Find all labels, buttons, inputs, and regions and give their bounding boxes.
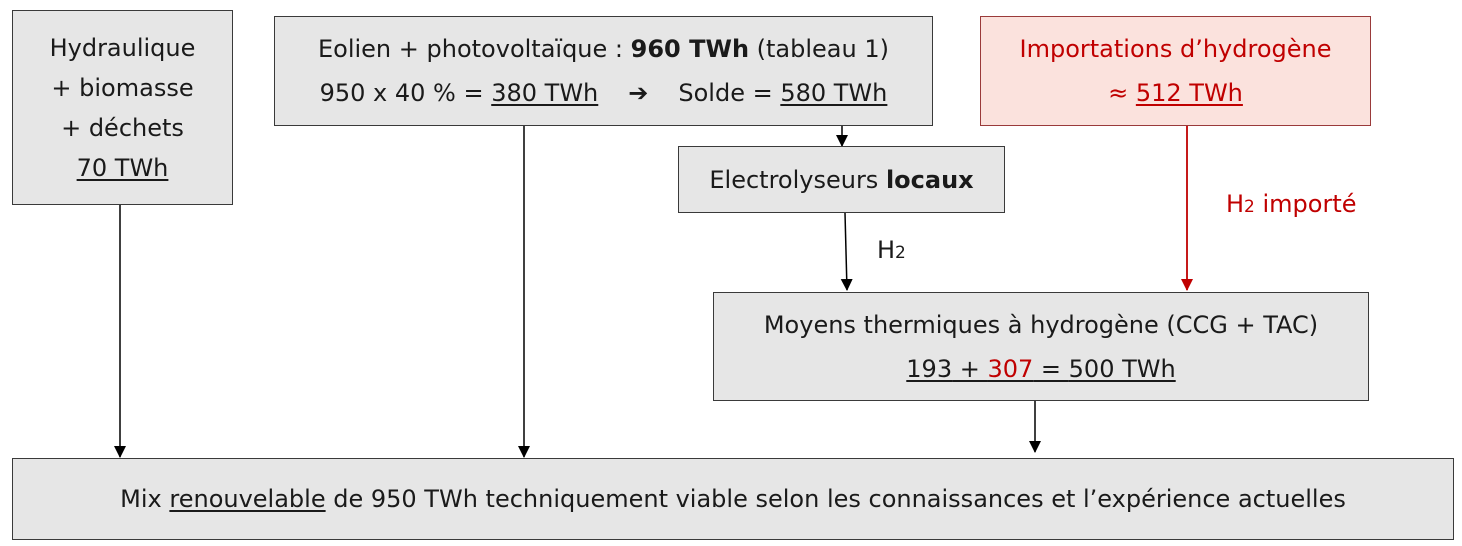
right-arrow-icon: ➔ <box>628 79 649 107</box>
thermal-local-value: 193 <box>906 354 953 383</box>
h2-imported-text: importé <box>1254 190 1357 218</box>
arrow-electrolyseurs-to-thermique <box>840 212 853 291</box>
h2-letter: H <box>877 236 896 264</box>
wind-solar-line-1: Eolien + photovoltaïque : 960 TWh (table… <box>318 27 889 71</box>
mix-renouvelable: renouvelable <box>169 485 326 513</box>
h2-imported-letter: H <box>1226 190 1245 218</box>
thermal-import-value: 307 <box>987 354 1034 383</box>
hydro-line-1: Hydraulique <box>49 33 196 62</box>
wind-solar-box: Eolien + photovoltaïque : 960 TWh (table… <box>274 16 933 126</box>
h2-subscript: 2 <box>895 243 906 263</box>
thermal-calc-line: 193 + 307 = 500 TWh <box>906 347 1175 391</box>
thermal-equals: = <box>1033 354 1069 383</box>
wind-solar-total: 960 TWh <box>630 35 750 63</box>
electrolysers-local: locaux <box>885 165 974 194</box>
hydro-biomass-box: Hydraulique + biomasse + déchets 70 TWh <box>12 10 233 205</box>
thermal-title: Moyens thermiques à hydrogène (CCG + TAC… <box>763 310 1319 339</box>
hydrogen-imports-box: Importations d’hydrogène ≈ 512 TWh <box>980 16 1371 126</box>
h2-imported-label: H2 importé <box>1226 190 1357 218</box>
h2-imported-subscript: 2 <box>1244 197 1255 217</box>
solde-value: 580 TWh <box>780 79 888 107</box>
thermal-total: 500 TWh <box>1068 354 1176 383</box>
mix-prefix: Mix <box>120 485 170 513</box>
renewable-mix-box: Mix renouvelable de 950 TWh techniquemen… <box>12 458 1454 540</box>
imports-value: 512 TWh <box>1135 79 1243 107</box>
mix-text: Mix renouvelable de 950 TWh techniquemen… <box>120 479 1346 519</box>
direct-calc-label: 950 x 40 % = <box>319 79 492 107</box>
wind-solar-line-2: 950 x 40 % = 380 TWh ➔ Solde = 580 TWh <box>320 71 888 115</box>
mix-suffix: de 950 TWh techniquement viable selon le… <box>325 485 1346 513</box>
wind-solar-label: Eolien + photovoltaïque : <box>317 35 631 63</box>
h2-label: H2 <box>877 236 906 264</box>
electrolysers-text: Electrolyseurs <box>709 165 886 194</box>
imports-title: Importations d’hydrogène <box>1019 35 1332 63</box>
thermal-plus: + <box>952 354 988 383</box>
hydro-value: 70 TWh <box>76 153 169 182</box>
direct-value: 380 TWh <box>491 79 599 107</box>
wind-solar-ref: (tableau 1) <box>749 35 889 63</box>
electrolysers-label: Electrolyseurs locaux <box>709 160 973 200</box>
hydrogen-thermal-box: Moyens thermiques à hydrogène (CCG + TAC… <box>713 292 1369 401</box>
hydro-line-2: + biomasse <box>51 73 194 102</box>
solde-label: Solde = <box>678 79 781 107</box>
approx-symbol: ≈ <box>1108 79 1136 107</box>
local-electrolysers-box: Electrolyseurs locaux <box>678 146 1005 213</box>
hydro-line-3: + déchets <box>61 113 184 142</box>
imports-value-line: ≈ 512 TWh <box>1108 71 1243 115</box>
